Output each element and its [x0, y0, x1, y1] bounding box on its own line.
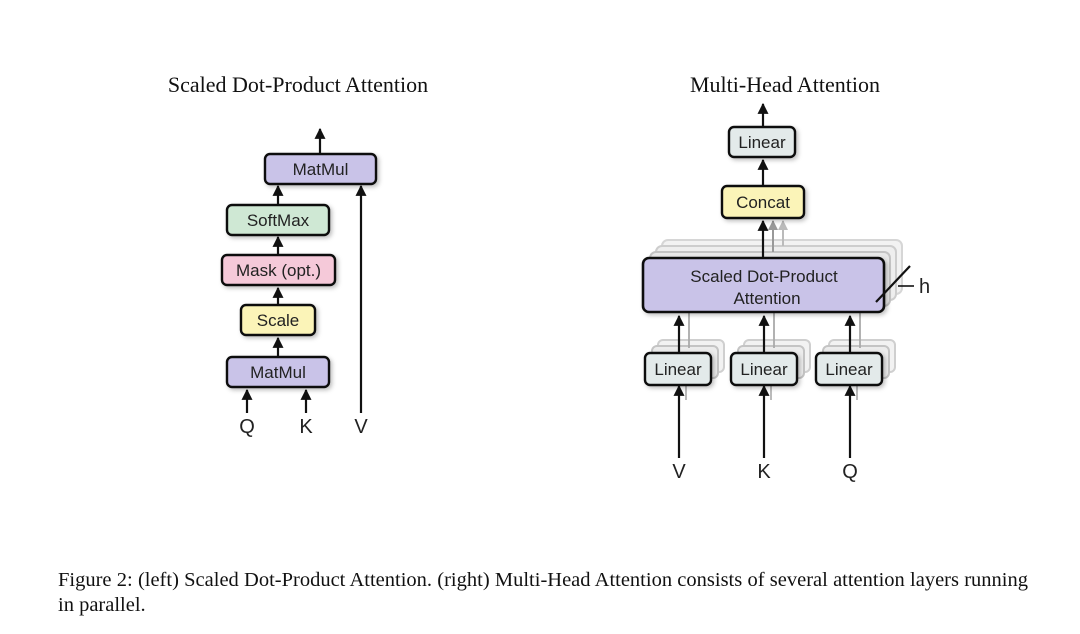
- heads-bracket-line: [875, 265, 911, 303]
- matmul-bottom-box: [225, 355, 331, 389]
- softmax-box: [225, 203, 331, 237]
- right-diagram: Linear Concat Scaled Dot-Product Attenti…: [641, 102, 930, 483]
- input-q-label: Q: [842, 461, 858, 483]
- linear-k-box: [729, 351, 799, 387]
- attention-label-line2: Attention: [733, 289, 800, 308]
- left-diagram: MatMul SoftMax Mask (opt.) Scale MatMul …: [220, 127, 378, 438]
- linear-v-box: [643, 351, 713, 387]
- concat-box: [720, 184, 806, 220]
- attention-label-line1: Scaled Dot-Product: [690, 267, 838, 286]
- right-diagram-title: Multi-Head Attention: [689, 72, 881, 97]
- input-v-label: V: [354, 416, 368, 438]
- scaled-dot-product-attention-box: [641, 256, 886, 314]
- linear-output-label: Linear: [738, 133, 786, 152]
- left-diagram-title: Scaled Dot-Product Attention: [167, 72, 429, 97]
- softmax-label: SoftMax: [247, 211, 310, 230]
- input-v-label: V: [672, 461, 686, 483]
- concat-label: Concat: [736, 193, 790, 212]
- scale-box: [239, 303, 317, 337]
- mask-label: Mask (opt.): [236, 261, 321, 280]
- matmul-bottom-label: MatMul: [250, 363, 306, 382]
- input-k-label: K: [299, 416, 313, 438]
- input-k-label: K: [757, 461, 771, 483]
- figure-caption: Figure 2: (left) Scaled Dot-Product Atte…: [58, 569, 1028, 616]
- linear-q-label: Linear: [825, 360, 873, 379]
- scale-label: Scale: [257, 311, 300, 330]
- mask-box: [220, 253, 337, 287]
- matmul-top-box: [263, 152, 378, 186]
- linear-v-label: Linear: [654, 360, 702, 379]
- linear-k-label: Linear: [740, 360, 788, 379]
- linear-q-box: [814, 351, 884, 387]
- matmul-top-label: MatMul: [293, 160, 349, 179]
- linear-output-box: [727, 125, 797, 159]
- heads-label: h: [919, 276, 930, 298]
- input-q-label: Q: [239, 416, 255, 438]
